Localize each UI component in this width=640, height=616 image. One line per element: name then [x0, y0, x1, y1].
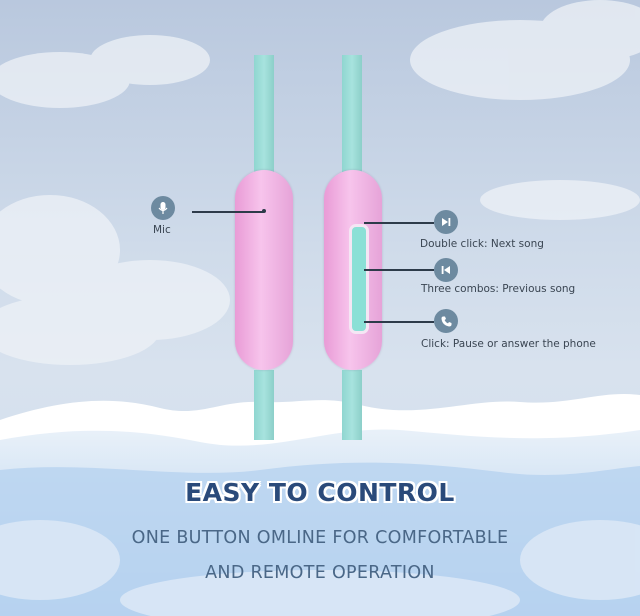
mic-remote: [235, 170, 293, 370]
control-button: [349, 224, 369, 334]
next-leader-line: [364, 222, 434, 224]
phone-icon: [434, 309, 458, 333]
previous-leader-line: [364, 269, 434, 271]
mic-label: Mic: [153, 224, 171, 236]
subline-1: ONE BUTTON OMLINE FOR COMFORTABLE: [131, 528, 509, 548]
mic-leader-line: [192, 211, 264, 213]
click-label: Click: Pause or answer the phone: [421, 338, 596, 350]
double-click-label: Double click: Next song: [420, 238, 544, 250]
phone-leader-line: [364, 321, 434, 323]
left-cable-bottom: [254, 370, 274, 440]
three-combos-label: Three combos: Previous song: [421, 283, 576, 295]
headline: EASY TO CONTROL: [185, 478, 455, 507]
left-cable-top: [254, 55, 274, 173]
right-cable-top: [342, 55, 362, 173]
right-cable-bottom: [342, 370, 362, 440]
next-track-icon: [434, 210, 458, 234]
microphone-icon: [151, 196, 175, 220]
subline-2: AND REMOTE OPERATION: [205, 563, 435, 583]
mic-point: [262, 209, 266, 213]
previous-track-icon: [434, 258, 458, 282]
